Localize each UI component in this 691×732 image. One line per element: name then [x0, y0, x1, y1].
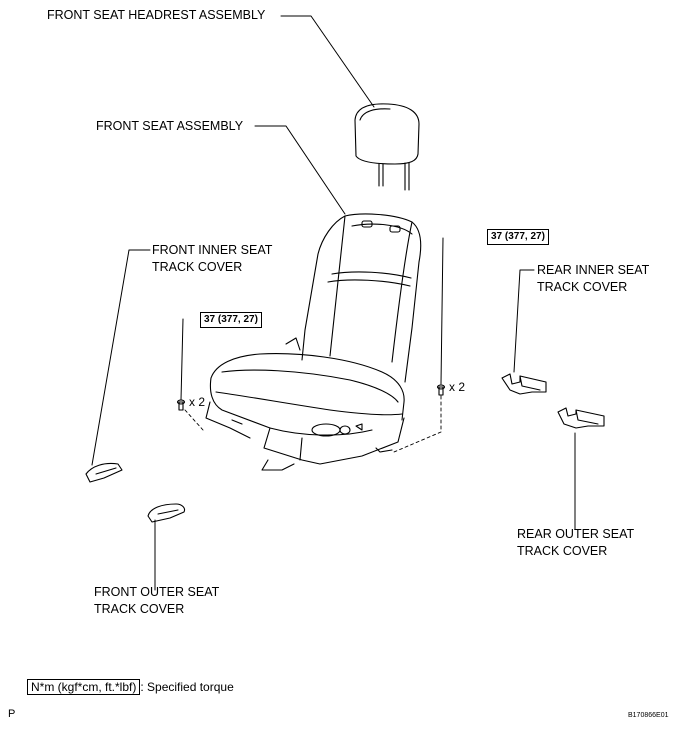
rear-inner-cover-label: REAR INNER SEAT TRACK COVER	[537, 263, 650, 294]
headrest-drawing	[354, 103, 420, 191]
leader-lines	[91, 15, 576, 591]
torque-legend: N*m (kgf*cm, ft.*lbf): Specified torque	[27, 679, 234, 695]
front-inner-cover-label: FRONT INNER SEAT TRACK COVER	[152, 243, 273, 274]
rear-outer-track-cover-drawing	[557, 407, 605, 429]
bolt-dashed-lines	[184, 395, 442, 453]
legend-unit: N*m (kgf*cm, ft.*lbf)	[27, 679, 141, 695]
headrest-label: FRONT SEAT HEADREST ASSEMBLY	[47, 8, 266, 22]
figure-code: B170866E01	[628, 712, 669, 719]
front-outer-track-cover-drawing	[147, 503, 186, 523]
bolt-left-icon	[176, 399, 186, 411]
legend-desc: : Specified torque	[140, 680, 234, 694]
front-outer-cover-label: FRONT OUTER SEAT TRACK COVER	[94, 585, 220, 616]
seat-cushion-drawing	[205, 337, 405, 471]
torque-right-badge: 37 (377, 27)	[487, 229, 549, 245]
rear-outer-cover-label: REAR OUTER SEAT TRACK COVER	[517, 527, 635, 558]
torque-left-badge: 37 (377, 27)	[200, 312, 262, 328]
page-mark: P	[8, 708, 16, 720]
quantity-right: x 2	[449, 380, 466, 394]
rear-inner-track-cover-drawing	[501, 373, 547, 395]
seat-assembly-label: FRONT SEAT ASSEMBLY	[96, 119, 244, 133]
seat-back-drawing	[301, 213, 422, 383]
quantity-left: x 2	[189, 395, 206, 409]
front-inner-track-cover-drawing	[85, 462, 123, 483]
bolt-right-icon	[436, 384, 446, 396]
